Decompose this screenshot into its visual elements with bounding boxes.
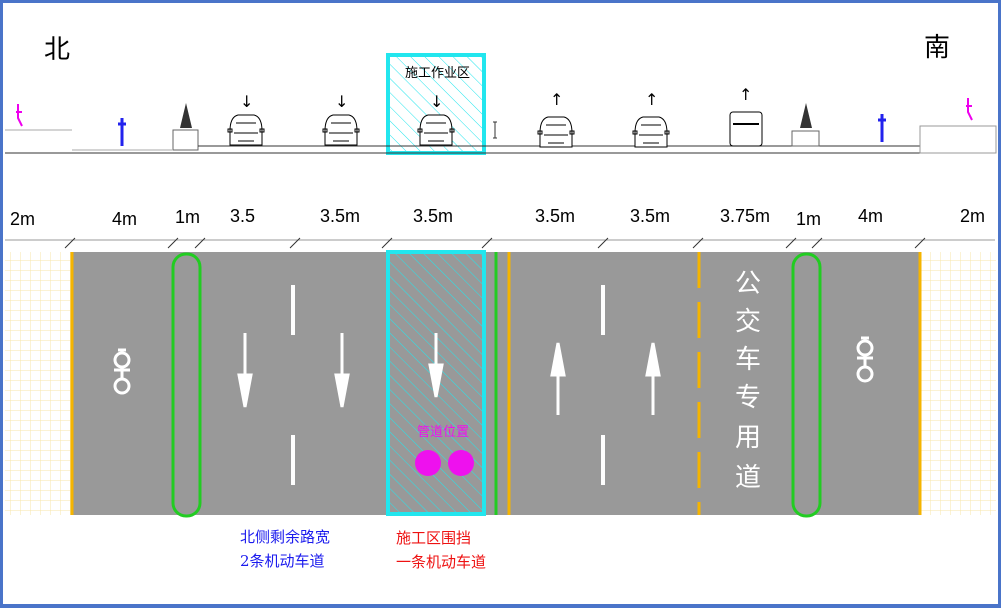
svg-text:车: 车 xyxy=(735,345,761,375)
work-zone-label: 施工作业区 xyxy=(405,66,470,81)
green-separator-south xyxy=(791,252,822,518)
pipe-circle xyxy=(415,450,441,476)
lane-arrow-up xyxy=(645,342,661,415)
dimension-label: 3.5m xyxy=(535,206,575,226)
dimension-label: 4m xyxy=(858,206,883,226)
dimension-label: 2m xyxy=(10,209,35,229)
car-icon xyxy=(537,116,575,148)
cyclist-icon xyxy=(878,114,886,142)
svg-text:↓: ↓ xyxy=(335,92,348,111)
svg-text:交: 交 xyxy=(735,307,761,337)
arrow-down-icon: ↓ ↓ ↓ xyxy=(240,92,443,111)
car-icon xyxy=(417,114,455,146)
bus-lane-text: 公 交 车 专 用 道 xyxy=(735,269,761,493)
dimension-labels: 2m 4m 1m 3.5 3.5m 3.5m 3.5m 3.5m 3.75m 1… xyxy=(5,206,995,249)
zone-note-line2: 一条机动车道 xyxy=(396,553,486,571)
elevation-view: ↓ ↓ ↓ ↑ ↑ ↑ 施工作业区 xyxy=(5,53,997,155)
north-note-line2: 2条机动车道 xyxy=(240,552,325,570)
svg-text:道: 道 xyxy=(735,463,761,493)
diagram-canvas: 北 南 ↓ ↓ ↓ ↑ ↑ ↑ 施工作业区 2m 4m 1m 3.5 xyxy=(5,33,997,571)
dimension-label: 3.5m xyxy=(320,206,360,226)
svg-text:↓: ↓ xyxy=(430,92,443,111)
tree-icon xyxy=(180,103,192,128)
tree-icon xyxy=(800,103,812,128)
pedestrian-icon xyxy=(16,104,23,127)
svg-text:公: 公 xyxy=(735,269,761,299)
svg-text:专: 专 xyxy=(735,383,761,413)
svg-text:↓: ↓ xyxy=(240,92,253,111)
cyclist-icon xyxy=(118,118,126,146)
zone-note-line1: 施工区围挡 xyxy=(396,529,471,547)
pipe-location-label: 管道位置 xyxy=(417,425,469,440)
sidewalk-south xyxy=(920,252,996,515)
dimension-label: 1m xyxy=(175,207,200,227)
arrow-up-icon: ↑ ↑ ↑ xyxy=(550,85,752,109)
bus-icon xyxy=(729,111,763,147)
sidewalk-north xyxy=(5,252,72,515)
dimension-label: 3.5m xyxy=(630,206,670,226)
svg-text:用: 用 xyxy=(735,423,761,453)
dimension-label: 2m xyxy=(960,206,985,226)
dimension-label: 1m xyxy=(796,209,821,229)
north-note-line1: 北侧剩余路宽 xyxy=(240,528,330,546)
lane-arrow-down xyxy=(334,333,350,408)
car-icon xyxy=(632,116,670,148)
south-label: 南 xyxy=(924,33,950,63)
lane-arrow-up xyxy=(550,342,566,415)
lane-arrow-down xyxy=(428,333,444,398)
dimension-label: 3.5m xyxy=(413,206,453,226)
car-icon xyxy=(227,114,265,146)
dimension-label: 3.75m xyxy=(720,206,770,226)
lane-arrow-down xyxy=(237,333,253,408)
car-icon xyxy=(322,114,360,146)
svg-text:↑: ↑ xyxy=(739,85,752,104)
dimension-label: 4m xyxy=(112,209,137,229)
svg-text:↑: ↑ xyxy=(645,90,658,109)
pedestrian-icon xyxy=(966,98,973,121)
north-label: 北 xyxy=(44,35,70,65)
plan-view: 管道位置 公 交 车 专 用 道 xyxy=(5,250,996,518)
dimension-label: 3.5 xyxy=(230,206,255,226)
pipe-circle xyxy=(448,450,474,476)
svg-text:↑: ↑ xyxy=(550,90,563,109)
green-separator-north xyxy=(171,252,202,518)
